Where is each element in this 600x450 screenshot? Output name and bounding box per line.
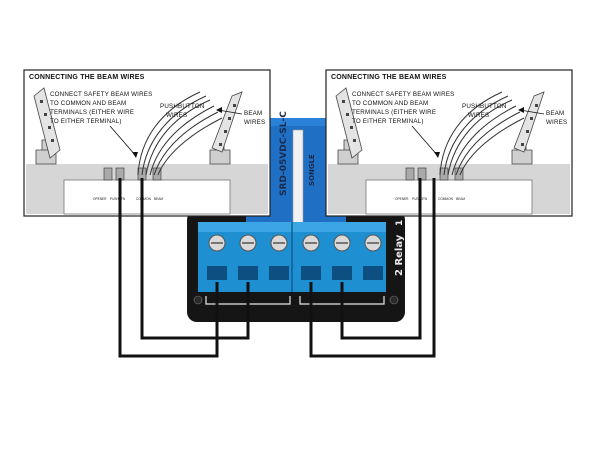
wire-right-beam <box>309 178 436 358</box>
callout-main: CONNECT SAFETY BEAM WIRES TO COMMON AND … <box>50 91 152 158</box>
wire-left-pushbtn <box>118 178 219 358</box>
terminal-plate <box>365 179 533 215</box>
terminal-screws-top <box>208 234 382 252</box>
svg-text:OPENER: OPENER <box>395 197 409 201</box>
panel-wire-bundle <box>439 91 525 176</box>
panel-wire-bundle <box>137 91 223 176</box>
rail-right <box>513 91 545 153</box>
terminal-labels: OPENER PUSHBTN COMMON BEAM <box>93 197 163 201</box>
svg-text:OPENER: OPENER <box>93 197 107 201</box>
svg-text:CONNECT SAFETY BEAM WIRES: CONNECT SAFETY BEAM WIRES <box>50 91 152 98</box>
wire-right-common <box>340 178 422 340</box>
svg-text:TO EITHER TERMINAL): TO EITHER TERMINAL) <box>352 118 424 125</box>
svg-text:PUSHBTN: PUSHBTN <box>110 197 126 201</box>
rail-left <box>335 87 363 159</box>
board-label: 2 Relay <box>394 234 405 276</box>
svg-text:TO COMMON AND BEAM: TO COMMON AND BEAM <box>50 100 126 107</box>
relay-model-label: SRD-05VDC-SL-C <box>279 111 289 196</box>
svg-text:PUSHBUTTON: PUSHBUTTON <box>462 103 507 110</box>
rail-left <box>33 87 61 159</box>
callout-beam: BEAM WIRES <box>518 107 567 126</box>
panel-title: CONNECTING THE BEAM WIRES <box>331 74 447 81</box>
panel-title: CONNECTING THE BEAM WIRES <box>29 74 145 81</box>
connection-wires <box>118 178 436 358</box>
left-opener-panel: CONNECTING THE BEAM WIRES OPENER PUSHBTN… <box>23 69 271 217</box>
svg-text:BEAM: BEAM <box>546 110 564 117</box>
svg-text:WIRES: WIRES <box>166 112 187 119</box>
svg-text:BEAM: BEAM <box>456 197 465 201</box>
callout-main: CONNECT SAFETY BEAM WIRES TO COMMON AND … <box>352 91 454 158</box>
svg-text:BEAM: BEAM <box>244 110 262 117</box>
svg-text:TO COMMON AND BEAM: TO COMMON AND BEAM <box>352 100 428 107</box>
svg-text:WIRES: WIRES <box>468 112 489 119</box>
rail-right <box>211 91 243 153</box>
svg-text:CONNECT SAFETY BEAM WIRES: CONNECT SAFETY BEAM WIRES <box>352 91 454 98</box>
svg-text:TERMINALS (EITHER WIRE: TERMINALS (EITHER WIRE <box>50 109 134 116</box>
callout-pushbutton: PUSHBUTTON WIRES <box>462 103 507 119</box>
svg-text:COMMON: COMMON <box>136 197 152 201</box>
board-mark: 1 <box>395 220 405 226</box>
terminal-openings <box>207 266 383 280</box>
svg-text:COMMON: COMMON <box>438 197 454 201</box>
right-opener-panel: CONNECTING THE BEAM WIRES OPENER PUSHBTN… <box>325 69 573 217</box>
terminal-plate <box>63 179 231 215</box>
svg-text:PUSHBUTTON: PUSHBUTTON <box>160 103 205 110</box>
svg-text:BEAM: BEAM <box>154 197 163 201</box>
svg-text:TERMINALS (EITHER WIRE: TERMINALS (EITHER WIRE <box>352 109 436 116</box>
relay-brand-label: SONGLE <box>308 154 316 186</box>
svg-text:WIRES: WIRES <box>244 119 265 126</box>
callout-pushbutton: PUSHBUTTON WIRES <box>160 103 205 119</box>
white-jumper-wire <box>292 129 304 229</box>
svg-text:WIRES: WIRES <box>546 119 567 126</box>
wire-left-common <box>140 178 250 340</box>
svg-text:TO EITHER TERMINAL): TO EITHER TERMINAL) <box>50 118 122 125</box>
callout-beam: BEAM WIRES <box>216 107 265 126</box>
